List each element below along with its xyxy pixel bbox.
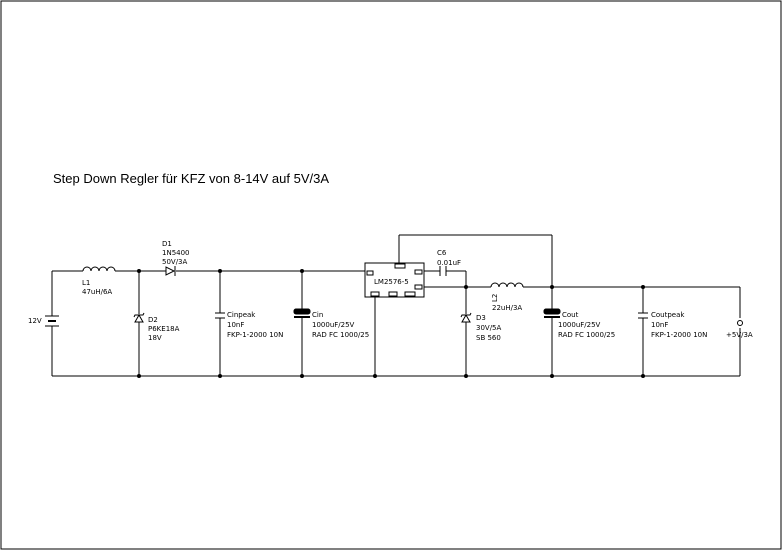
l2-ref: L2 xyxy=(491,294,499,302)
battery-symbol xyxy=(45,315,59,327)
d3-part: SB 560 xyxy=(476,334,501,342)
d3-value: 30V/5A xyxy=(476,324,502,332)
cout-part: RAD FC 1000/25 xyxy=(558,331,615,339)
l2-value: 22uH/3A xyxy=(492,304,522,312)
d1-ref: D1 xyxy=(162,240,172,248)
cinpeak-part: FKP-1-2000 10N xyxy=(227,331,283,339)
d2-part: P6KE18A xyxy=(148,325,180,333)
c6-ref: C6 xyxy=(437,249,447,257)
capacitor-cinpeak-symbol xyxy=(215,312,225,319)
cin-value: 1000uF/25V xyxy=(312,321,355,329)
schematic-title: Step Down Regler für KFZ von 8-14V auf 5… xyxy=(53,171,330,186)
diode-d1-symbol xyxy=(165,266,176,276)
c6-value: 0.01uF xyxy=(437,259,461,267)
output-value: +5V/3A xyxy=(726,331,753,339)
cin-part: RAD FC 1000/25 xyxy=(312,331,369,339)
coutpeak-value: 10nF xyxy=(651,321,668,329)
junctions xyxy=(137,269,645,378)
diode-d3-symbol xyxy=(460,312,472,323)
coutpeak-part: FKP-1-2000 10N xyxy=(651,331,707,339)
diode-d2-symbol xyxy=(133,312,145,323)
cinpeak-value: 10nF xyxy=(227,321,244,329)
d2-value: 18V xyxy=(148,334,162,342)
wires xyxy=(51,234,741,377)
cout-ref: Cout xyxy=(562,311,579,319)
inductor-l1-symbol xyxy=(82,266,116,272)
d2-ref: D2 xyxy=(148,316,158,324)
ic-part: LM2576-5 xyxy=(374,278,409,286)
capacitor-cout-symbol xyxy=(543,308,561,318)
capacitor-cin-symbol xyxy=(293,308,311,318)
inductor-l2-symbol xyxy=(490,282,524,288)
cout-value: 1000uF/25V xyxy=(558,321,601,329)
d1-part: 1N5400 xyxy=(162,249,190,257)
capacitor-coutpeak-symbol xyxy=(638,312,648,319)
d1-value: 50V/3A xyxy=(162,258,188,266)
cinpeak-ref: Cinpeak xyxy=(227,311,256,319)
l1-value: 47uH/6A xyxy=(82,288,112,296)
l1-ref: L1 xyxy=(82,279,90,287)
battery-value: 12V xyxy=(28,317,42,325)
capacitor-c6-symbol xyxy=(439,266,447,276)
ic-lm2576-symbol xyxy=(364,262,425,298)
coutpeak-ref: Coutpeak xyxy=(651,311,685,319)
d3-ref: D3 xyxy=(476,314,486,322)
cin-ref: Cin xyxy=(312,311,323,319)
output-terminal-symbol xyxy=(737,320,743,326)
